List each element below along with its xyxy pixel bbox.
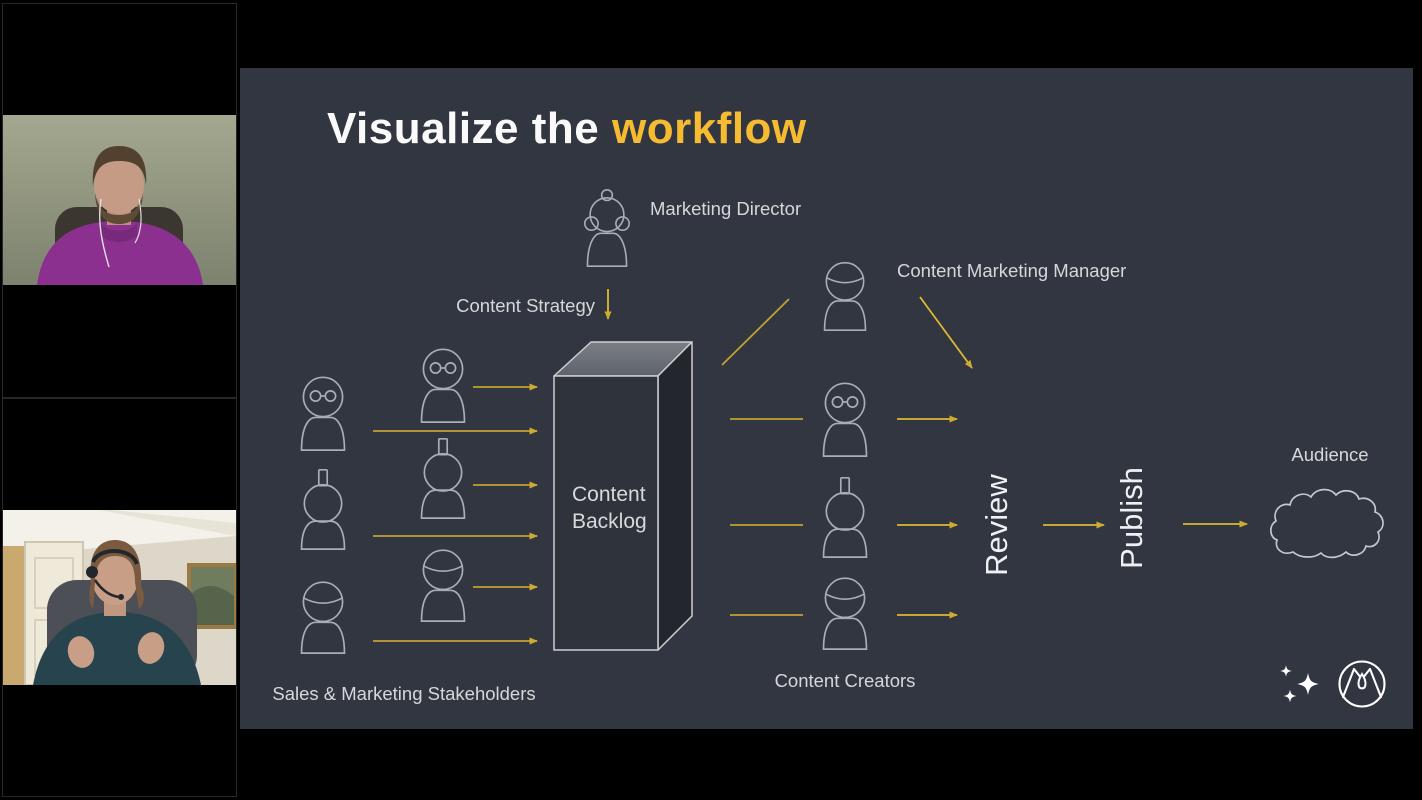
content-marketing-manager-icon	[823, 261, 867, 332]
participant-photo-man	[3, 115, 236, 285]
person-icon-glasses	[822, 382, 868, 458]
person-icon-ponytail	[822, 476, 868, 559]
audience-cloud-icon	[1270, 488, 1384, 559]
backlog-label-line2: Backlog	[572, 510, 647, 533]
person-icon-cap	[822, 577, 868, 651]
audience-label: Audience	[1291, 444, 1368, 465]
title-text: Visualize the	[327, 104, 600, 153]
title-highlight: workflow	[611, 104, 807, 153]
participant-video-1[interactable]	[3, 115, 236, 285]
person-icon-ponytail	[420, 437, 466, 520]
person-icon-glasses	[300, 376, 346, 452]
stakeholders-label: Sales & Marketing Stakeholders	[272, 683, 535, 704]
marketing-director-icon	[583, 188, 631, 268]
content-strategy-label: Content Strategy	[456, 295, 596, 316]
review-label: Review	[979, 474, 1014, 576]
content-marketing-manager-label: Content Marketing Manager	[897, 260, 1126, 281]
workflow-diagram: Content Backlog Marketing Director Conte…	[272, 188, 1386, 708]
backlog-label-line1: Content	[572, 483, 646, 506]
person-icon-cap	[300, 581, 346, 655]
participant-video-2[interactable]	[3, 510, 236, 685]
slide-title: Visualize the workflow	[327, 104, 807, 154]
flow-arrows	[373, 289, 1248, 645]
content-creator-icons	[822, 382, 868, 651]
participant-photo-woman	[3, 510, 236, 685]
presentation-slide: Visualize the workflow	[240, 68, 1413, 729]
mountain-droplet-logo	[1338, 660, 1386, 708]
person-icon-cap	[420, 549, 466, 623]
sparkles-icon	[1280, 665, 1319, 703]
person-icon-ponytail	[300, 468, 346, 551]
person-icon-glasses	[420, 348, 466, 424]
marketing-director-label: Marketing Director	[650, 198, 801, 219]
content-backlog-box: Content Backlog	[553, 341, 693, 651]
content-creators-label: Content Creators	[775, 670, 916, 691]
publish-label: Publish	[1114, 467, 1149, 569]
stakeholder-icons	[300, 348, 466, 655]
